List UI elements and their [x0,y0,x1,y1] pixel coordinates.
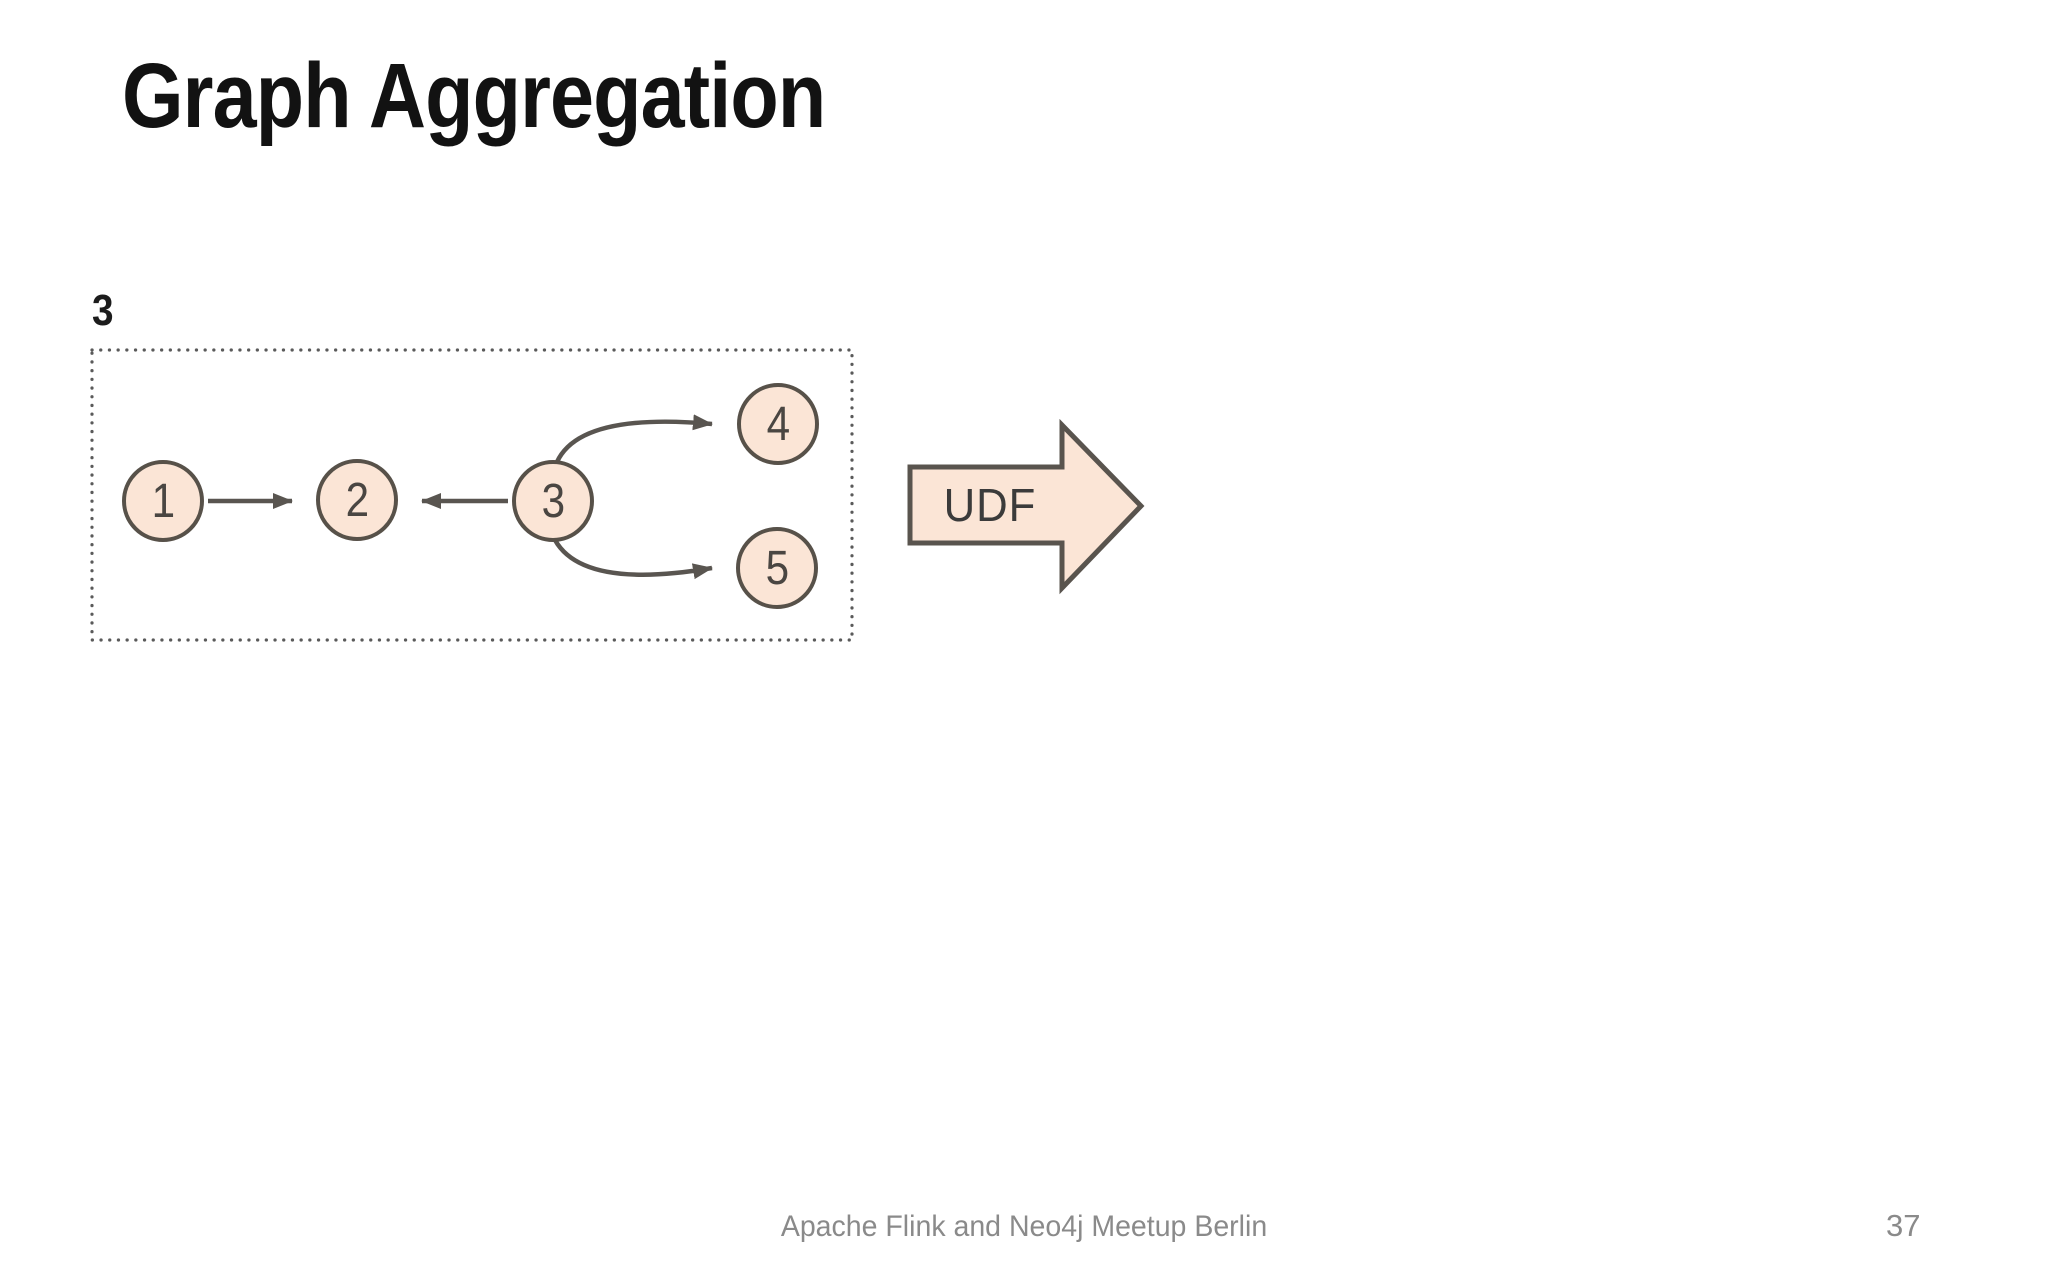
graph-node-3-label: 3 [541,474,565,528]
graph-node-2: 2 [316,459,398,541]
graph-node-2-label: 2 [345,473,369,527]
graph-node-5: 5 [736,527,818,609]
graph-group-box [90,348,854,642]
graph-node-4: 4 [737,383,819,465]
page-number: 37 [1886,1208,1921,1243]
graph-node-3: 3 [512,460,594,542]
edge-3-5 [553,538,713,580]
group-count-label: 3 [92,286,114,335]
edge-3-4 [554,414,713,464]
graph-node-5-label: 5 [765,541,789,595]
footer-text: Apache Flink and Neo4j Meetup Berlin [780,1210,1268,1243]
slide-title: Graph Aggregation [122,45,826,147]
graph-node-1: 1 [122,460,204,542]
udf-label: UDF [943,479,1037,531]
graph-node-4-label: 4 [766,397,790,451]
graph-node-1-label: 1 [151,474,175,528]
